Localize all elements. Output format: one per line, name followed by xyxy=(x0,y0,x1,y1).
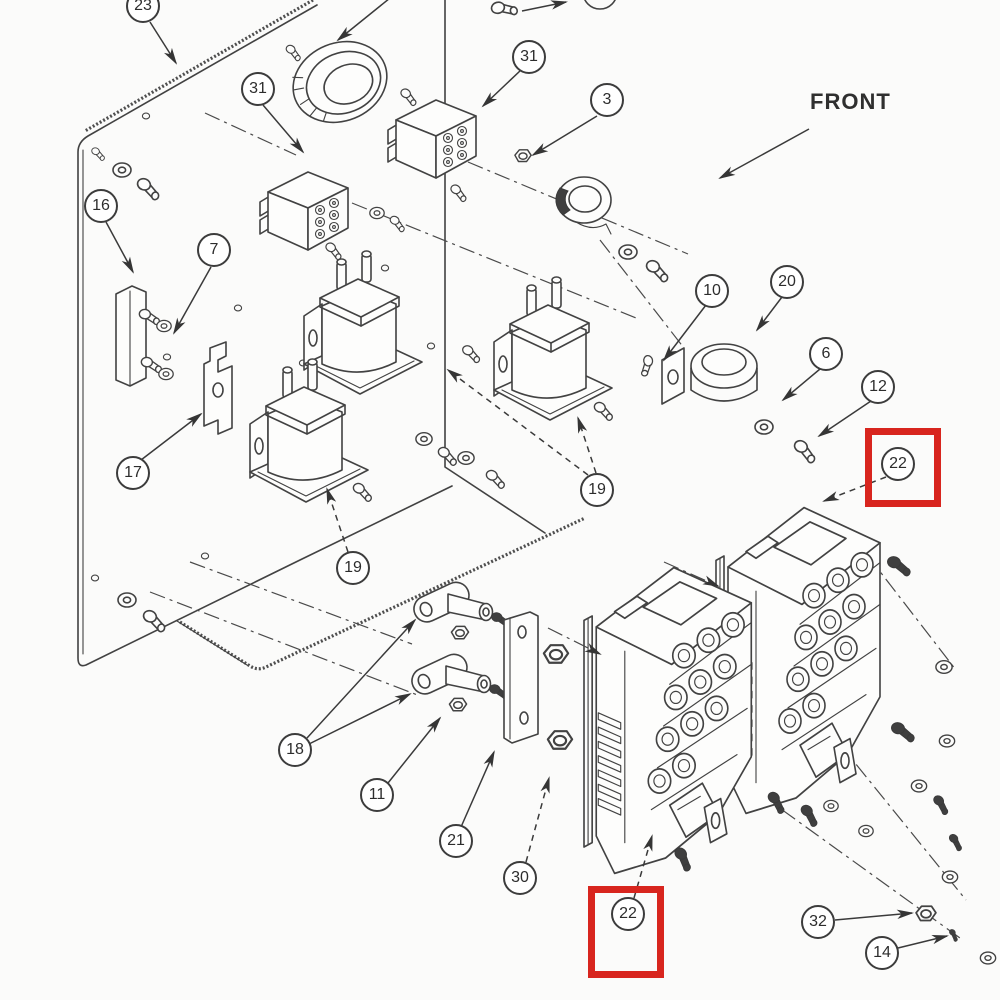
callout-7[interactable]: 7 xyxy=(197,233,231,267)
terminal-block xyxy=(115,285,174,387)
controller-module-left xyxy=(583,566,753,875)
callout-21[interactable]: 21 xyxy=(439,824,473,858)
solenoid-1 xyxy=(303,250,423,395)
callout-10[interactable]: 10 xyxy=(695,274,729,308)
connector-31-right xyxy=(387,99,477,179)
callout-6[interactable]: 6 xyxy=(809,337,843,371)
feedthrough-stud-1 xyxy=(410,578,512,639)
highlight-box-22-top xyxy=(865,428,941,507)
bushing xyxy=(555,176,612,235)
connector-31-left xyxy=(259,171,349,251)
feedthrough-stud-2 xyxy=(408,650,510,711)
callout-18[interactable]: 18 xyxy=(278,733,312,767)
callout-30[interactable]: 30 xyxy=(503,861,537,895)
nut-lower xyxy=(546,730,574,750)
callout-3[interactable]: 3 xyxy=(590,83,624,117)
callout-22-top[interactable]: 22 xyxy=(881,447,915,481)
callout-22-bottom[interactable]: 22 xyxy=(611,897,645,931)
callout-17[interactable]: 17 xyxy=(116,456,150,490)
fuse-link xyxy=(203,341,233,435)
callout-16[interactable]: 16 xyxy=(84,189,118,223)
cable-clamp xyxy=(661,343,758,405)
callout-23[interactable]: 23 xyxy=(126,0,160,23)
callout-11[interactable]: 11 xyxy=(360,778,394,812)
nut-upper xyxy=(542,644,570,664)
callout-12[interactable]: 12 xyxy=(861,370,895,404)
callout-31-left[interactable]: 31 xyxy=(241,72,275,106)
spacer-plate xyxy=(503,611,539,744)
highlight-box-22-bottom xyxy=(588,886,664,978)
grommet-ring xyxy=(292,40,388,124)
leader-lines xyxy=(105,0,949,949)
callout-31-right[interactable]: 31 xyxy=(512,40,546,74)
callout-19-left[interactable]: 19 xyxy=(336,551,370,585)
callout-14[interactable]: 14 xyxy=(865,936,899,970)
callout-19-right[interactable]: 19 xyxy=(580,473,614,507)
front-label: FRONT xyxy=(810,89,891,114)
fasteners xyxy=(89,0,997,965)
callout-32[interactable]: 32 xyxy=(801,905,835,939)
callout-partial-top xyxy=(584,0,616,10)
callout-20[interactable]: 20 xyxy=(770,265,804,299)
front-arrow xyxy=(718,128,810,179)
solenoid-3 xyxy=(493,276,613,421)
